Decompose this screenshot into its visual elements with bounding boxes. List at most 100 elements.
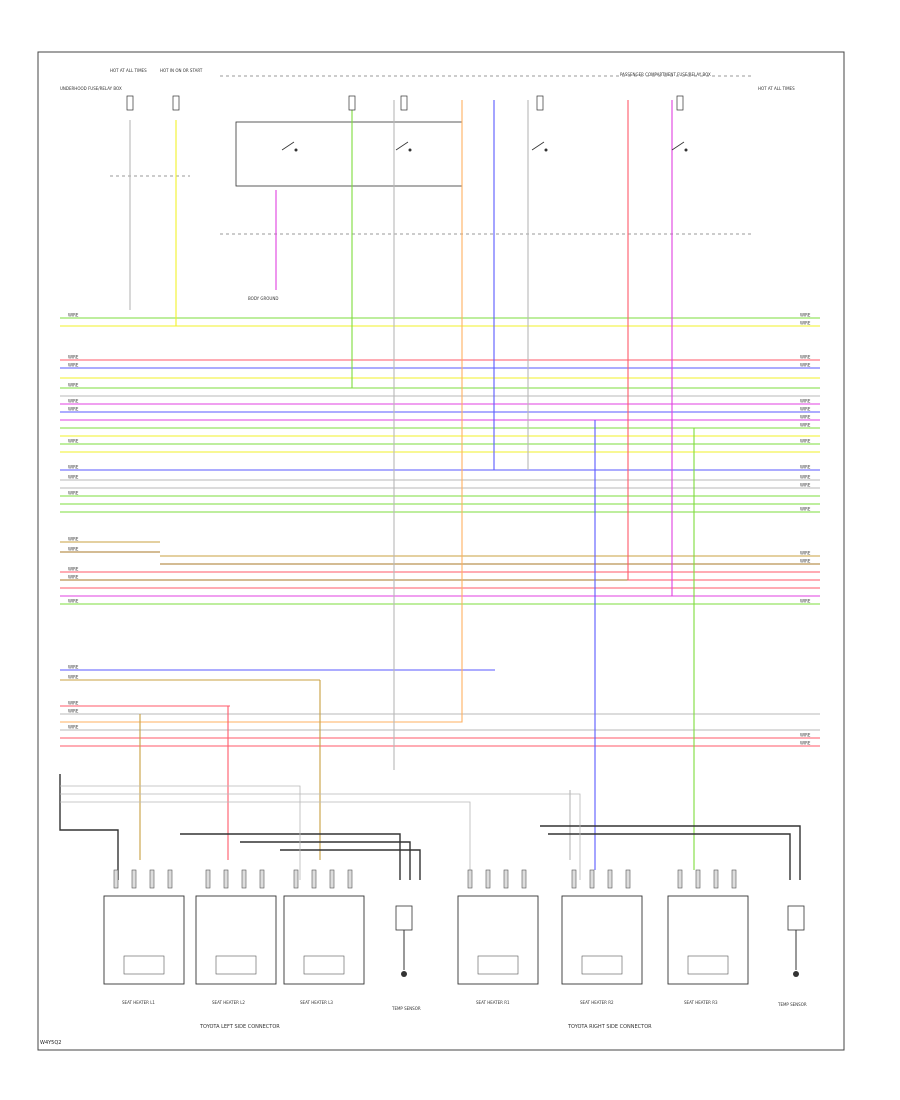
bundle-wire-5	[540, 825, 801, 880]
wire-tag-left-1: WIRE	[68, 313, 79, 318]
heater-element-3	[303, 955, 345, 975]
switch-contact-4	[671, 141, 685, 151]
connector-pin-2-1	[205, 869, 211, 889]
connector-pin-2-4	[259, 869, 265, 889]
connector-pin-2-3	[241, 869, 247, 889]
heater-element-6	[687, 955, 729, 975]
seat-heater-unit-4	[457, 895, 539, 985]
connector-pin-1-2	[131, 869, 137, 889]
fuse-5	[536, 95, 544, 111]
switch-pivot-2	[408, 148, 412, 152]
wire-tag-left-10: WIRE	[68, 491, 79, 496]
connector-pin-1-3	[149, 869, 155, 889]
bundle-wire-4	[280, 849, 421, 880]
feeder-wire-5	[440, 100, 463, 723]
right-unit-label-3: SEAT HEATER R3	[684, 1000, 718, 1005]
wire-tag-left-17: WIRE	[68, 675, 79, 680]
wire-tag-left-19: WIRE	[68, 709, 79, 714]
wire-tag-left-11: WIRE	[68, 537, 79, 542]
connector-pin-5-1	[571, 869, 577, 889]
fuse-6	[676, 95, 684, 111]
wire-tag-left-18: WIRE	[68, 701, 79, 706]
ground-note: BODY GROUND	[248, 296, 278, 301]
fuse-header-label-1: HOT AT ALL TIMES	[110, 68, 147, 73]
wire-tag-left-20: WIRE	[68, 725, 79, 730]
wire-tag-right-3: WIRE	[800, 355, 811, 360]
fuse-3	[348, 95, 356, 111]
connector-pin-6-3	[713, 869, 719, 889]
wire-tag-left-9: WIRE	[68, 475, 79, 480]
wire-tag-left-12: WIRE	[68, 547, 79, 552]
switch-pivot-1	[294, 148, 298, 152]
connector-pin-4-1	[467, 869, 473, 889]
wire-tag-right-4: WIRE	[800, 363, 811, 368]
heater-element-5	[581, 955, 623, 975]
right-unit-label-1: SEAT HEATER R1	[476, 1000, 510, 1005]
connector-pin-5-3	[607, 869, 613, 889]
bundle-wire-6	[548, 833, 791, 880]
wire-tag-right-15: WIRE	[800, 559, 811, 564]
wire-tag-right-2: WIRE	[800, 321, 811, 326]
branch-wire-2	[60, 793, 581, 880]
ground-point-1	[401, 971, 407, 977]
connector-pin-1-1	[113, 869, 119, 889]
heater-element-4	[477, 955, 519, 975]
left-sensor-label: TEMP SENSOR	[391, 1006, 421, 1011]
wire-tag-right-9: WIRE	[800, 439, 811, 444]
relay-block-1	[235, 121, 463, 187]
seat-heater-unit-2	[195, 895, 277, 985]
seat-heater-unit-5	[561, 895, 643, 985]
temp-sensor-2	[787, 905, 805, 931]
fuse-1	[126, 95, 134, 111]
wire-layer	[59, 100, 820, 880]
connector-pin-3-3	[329, 869, 335, 889]
connector-pin-3-2	[311, 869, 317, 889]
wire-tag-right-16: WIRE	[800, 599, 811, 604]
wire-tag-left-4: WIRE	[68, 383, 79, 388]
right-note: HOT AT ALL TIMES	[758, 86, 795, 91]
connector-pin-3-1	[293, 869, 299, 889]
left-group-label: TOYOTA LEFT SIDE CONNECTOR	[199, 1024, 280, 1030]
switch-pivot-4	[684, 148, 688, 152]
wire-tag-right-7: WIRE	[800, 415, 811, 420]
wire-tag-right-18: WIRE	[800, 741, 811, 746]
center-note: PASSENGER COMPARTMENT FUSE/RELAY BOX	[620, 72, 711, 77]
wire-tag-right-13: WIRE	[800, 507, 811, 512]
left-unit-label-3: SEAT HEATER L3	[300, 1000, 333, 1005]
bundle-wire-3	[240, 841, 411, 880]
wire-tag-left-3: WIRE	[68, 363, 79, 368]
seat-heater-unit-6	[667, 895, 749, 985]
seat-heater-unit-1	[103, 895, 185, 985]
connector-pin-2-2	[223, 869, 229, 889]
left-unit-label-2: SEAT HEATER L2	[212, 1000, 245, 1005]
feeder-wire-8	[627, 100, 820, 581]
wire-tag-left-7: WIRE	[68, 439, 79, 444]
wire-tag-right-1: WIRE	[800, 313, 811, 318]
left-unit-label-1: SEAT HEATER L1	[122, 1000, 155, 1005]
wire-tag-left-14: WIRE	[68, 575, 79, 580]
diagram-frame	[37, 51, 845, 1051]
wire-tag-left-2: WIRE	[68, 355, 79, 360]
wire-tag-right-12: WIRE	[800, 483, 811, 488]
fuse-2	[172, 95, 180, 111]
right-group-label: TOYOTA RIGHT SIDE CONNECTOR	[567, 1024, 652, 1030]
ground-point-2	[793, 971, 799, 977]
temp-sensor-1	[395, 905, 413, 931]
left-side-note: UNDERHOOD FUSE/RELAY BOX	[60, 86, 122, 91]
connector-pin-4-2	[485, 869, 491, 889]
connector-pin-4-3	[503, 869, 509, 889]
connector-pin-5-4	[625, 869, 631, 889]
switch-contact-1	[281, 141, 295, 151]
feeder-wire-9	[671, 100, 820, 597]
wire-tag-right-8: WIRE	[800, 423, 811, 428]
switch-contact-3	[531, 141, 545, 151]
bundle-wire-2	[180, 833, 401, 880]
wire-tag-right-11: WIRE	[800, 475, 811, 480]
connector-pin-5-2	[589, 869, 595, 889]
right-sensor-label: TEMP SENSOR	[777, 1002, 807, 1007]
wire-tag-right-14: WIRE	[800, 551, 811, 556]
wire-tag-left-15: WIRE	[68, 599, 79, 604]
wire-tag-right-17: WIRE	[800, 733, 811, 738]
wire-tag-right-5: WIRE	[800, 399, 811, 404]
